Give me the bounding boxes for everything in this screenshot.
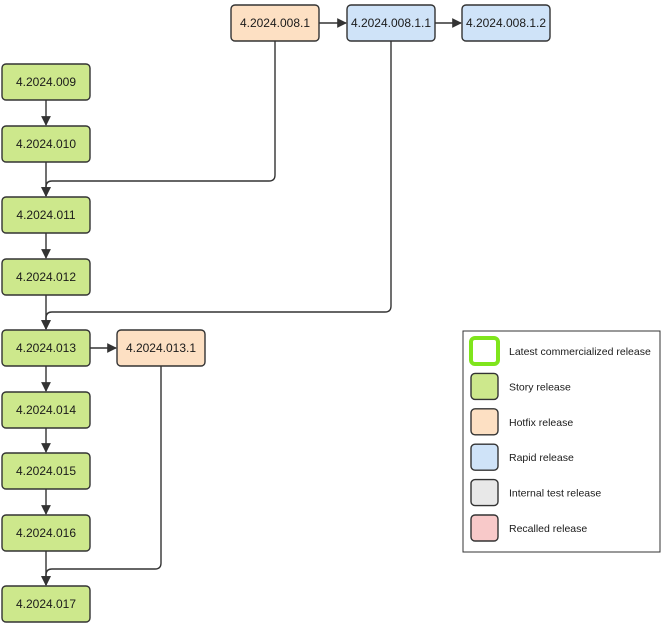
release-node-label: 4.2024.015 — [16, 464, 76, 478]
legend-item: Story release — [470, 372, 571, 401]
release-node-box — [230, 4, 320, 42]
legend-item: Internal test release — [470, 478, 601, 507]
release-node-box — [1, 391, 91, 429]
release-node-label: 4.2024.008.1 — [240, 16, 310, 30]
legend-label: Recalled release — [509, 523, 587, 535]
release-node-box — [461, 4, 551, 42]
release-node-label: 4.2024.017 — [16, 597, 76, 611]
legend-label: Story release — [509, 381, 571, 393]
release-node-label: 4.2024.013.1 — [126, 341, 196, 355]
release-node-box — [346, 4, 436, 42]
legend-swatch — [470, 478, 499, 507]
release-node[interactable]: 4.2024.009 — [1, 63, 91, 101]
release-node-box — [1, 63, 91, 101]
edge-n_008_1_1-to-n_013 — [41, 41, 392, 330]
release-node-box — [1, 329, 91, 367]
release-node-label: 4.2024.009 — [16, 75, 76, 89]
release-node[interactable]: 4.2024.012 — [1, 258, 91, 296]
legend-label: Latest commercialized release — [509, 346, 651, 358]
release-node-label: 4.2024.012 — [16, 270, 76, 284]
edge-n_013_1-to-n_017 — [41, 366, 162, 586]
release-node[interactable]: 4.2024.013 — [1, 329, 91, 367]
release-node[interactable]: 4.2024.016 — [1, 514, 91, 552]
release-node[interactable]: 4.2024.008.1.1 — [346, 4, 436, 42]
legend-swatch — [470, 372, 499, 401]
release-node[interactable]: 4.2024.017 — [1, 585, 91, 623]
legend-swatch — [470, 408, 499, 436]
release-node[interactable]: 4.2024.008.1 — [230, 4, 320, 42]
release-node[interactable]: 4.2024.014 — [1, 391, 91, 429]
legend-item: Latest commercialized release — [469, 336, 651, 366]
nodes-layer: 4.2024.008.1 4.2024.008.1.1 4.2024.008.1.2… — [1, 4, 551, 623]
release-node-box — [1, 585, 91, 623]
legend-label: Hotfix release — [509, 417, 573, 429]
legend-item: Recalled release — [470, 514, 587, 542]
edge-n_008_1-to-n_011 — [41, 41, 276, 197]
release-node-box — [1, 452, 91, 490]
release-node[interactable]: 4.2024.015 — [1, 452, 91, 490]
release-node[interactable]: 4.2024.008.1.2 — [461, 4, 551, 42]
legend-swatch — [470, 514, 499, 542]
release-node-label: 4.2024.008.1.1 — [351, 16, 431, 30]
release-node-label: 4.2024.016 — [16, 526, 76, 540]
release-node-label: 4.2024.008.1.2 — [466, 16, 546, 30]
release-node-label: 4.2024.014 — [16, 403, 76, 417]
release-node-box — [1, 196, 91, 234]
release-node-label: 4.2024.010 — [16, 137, 76, 151]
legend-label: Internal test release — [509, 488, 601, 500]
legend-item: Rapid release — [470, 443, 574, 471]
release-node-box — [1, 258, 91, 296]
release-node-box — [1, 125, 91, 163]
legend-label: Rapid release — [509, 452, 574, 464]
release-node[interactable]: 4.2024.010 — [1, 125, 91, 163]
release-node[interactable]: 4.2024.013.1 — [116, 329, 206, 367]
release-node-label: 4.2024.013 — [16, 341, 76, 355]
edges-layer — [41, 18, 462, 586]
release-node-box — [116, 329, 206, 367]
legend-swatch — [469, 336, 500, 366]
release-node-label: 4.2024.011 — [16, 208, 75, 222]
legend-swatch — [470, 443, 499, 471]
release-node[interactable]: 4.2024.011 — [1, 196, 91, 234]
legend-item: Hotfix release — [470, 408, 573, 436]
release-node-box — [1, 514, 91, 552]
